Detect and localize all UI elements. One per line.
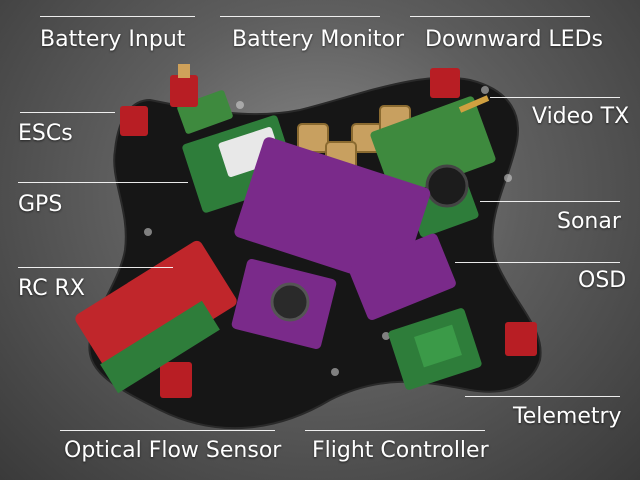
esc-connector-top-right bbox=[430, 68, 460, 98]
video-tx-board bbox=[370, 96, 496, 198]
label-optical-flow-sensor: Optical Flow Sensor bbox=[64, 438, 282, 463]
esc-connector-right bbox=[505, 322, 537, 356]
label-battery-monitor: Battery Monitor bbox=[232, 27, 405, 52]
label-video-tx: Video TX bbox=[532, 104, 630, 129]
esc-connector-left bbox=[120, 106, 148, 136]
label-osd: OSD bbox=[578, 268, 627, 293]
label-flight-controller: Flight Controller bbox=[312, 438, 489, 463]
optical-flow-lens bbox=[270, 282, 310, 322]
sonar-transducer bbox=[425, 164, 469, 208]
battery-input-connector bbox=[170, 75, 198, 107]
label-telemetry: Telemetry bbox=[513, 404, 622, 429]
label-escs: ESCs bbox=[18, 121, 73, 146]
rc-rx-module bbox=[75, 240, 237, 380]
label-sonar: Sonar bbox=[557, 209, 621, 234]
esc-connector-bottom bbox=[160, 362, 192, 398]
osd-board bbox=[349, 233, 456, 320]
label-battery-input: Battery Input bbox=[40, 27, 186, 52]
label-rc-rx: RC RX bbox=[18, 276, 85, 301]
label-downward-leds: Downward LEDs bbox=[425, 27, 603, 52]
flight-controller-board bbox=[234, 137, 431, 289]
label-gps: GPS bbox=[18, 192, 63, 217]
